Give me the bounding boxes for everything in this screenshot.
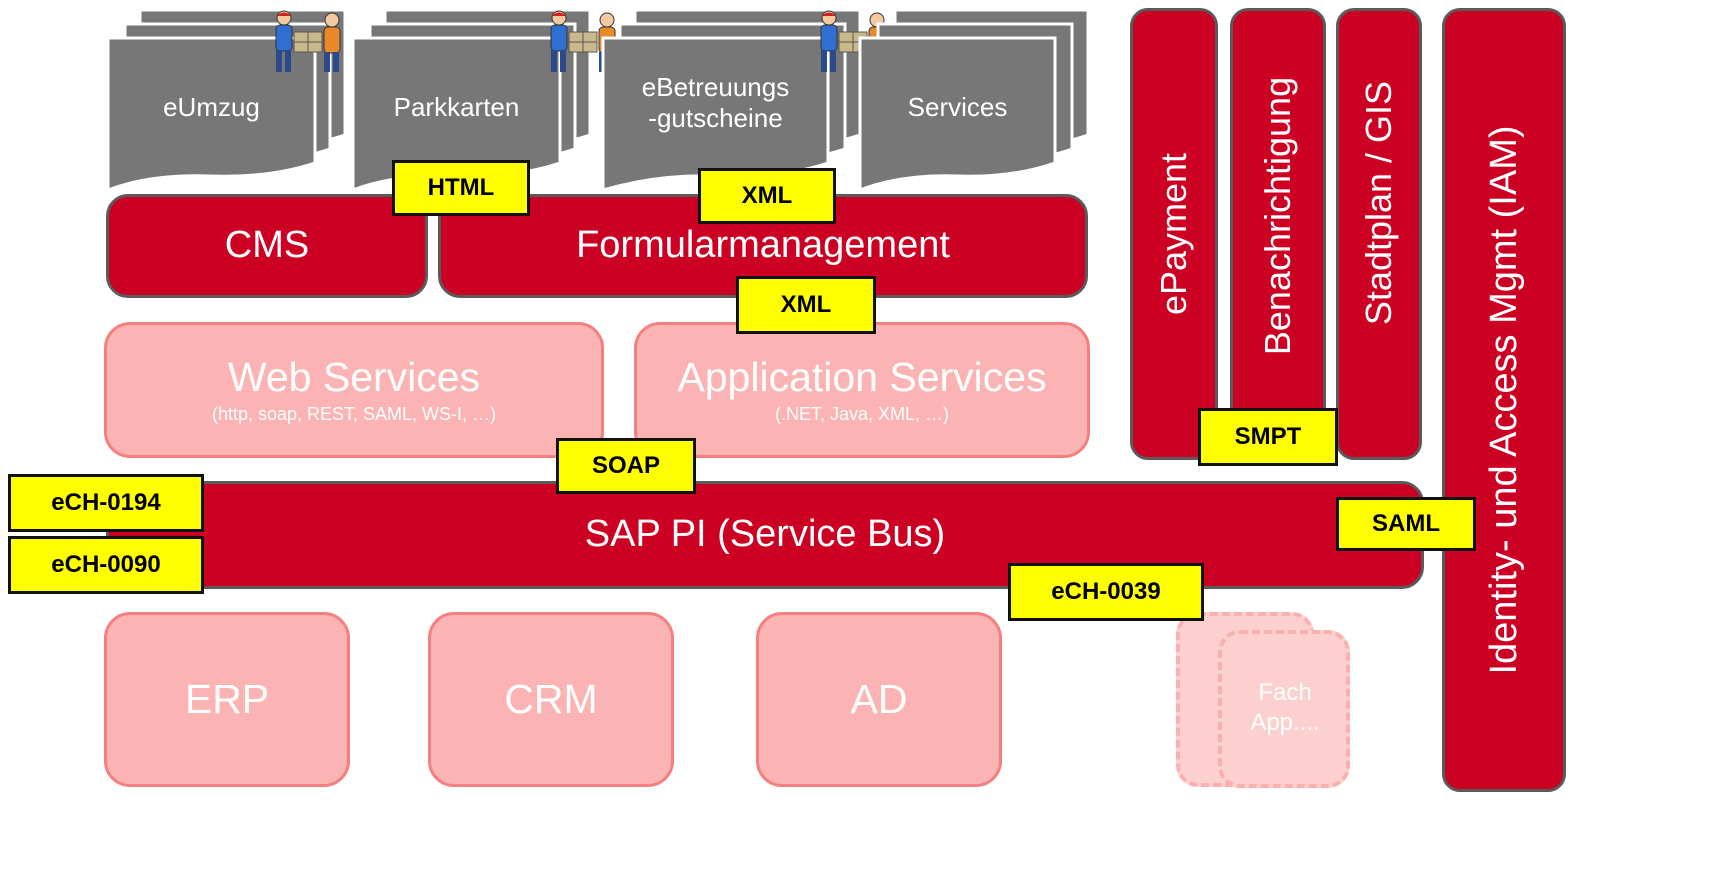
erp-box: ERP <box>104 612 350 787</box>
application-services-title: Application Services <box>677 353 1047 400</box>
doc-stack-ebetreuung <box>601 8 886 192</box>
ad-box: AD <box>756 612 1002 787</box>
web-services-subtitle: (http, soap, REST, SAML, WS-I, …) <box>211 404 497 425</box>
cms-box: CMS <box>106 194 428 298</box>
tag-ech-0039: eCH-0039 <box>1008 563 1204 621</box>
tag-xml-forms-top: XML <box>698 168 836 224</box>
crm-label: CRM <box>504 675 598 722</box>
web-services-box: Web Services (http, soap, REST, SAML, WS… <box>104 322 604 458</box>
cms-label: CMS <box>224 224 310 267</box>
doc-label-ebetreuungsgutscheine: eBetreuungs -gutscheine <box>641 72 790 134</box>
stadtplan-gis-label: Stadtplan / GIS <box>1358 80 1399 325</box>
iam-label: Identity- und Access Mgmt (IAM) <box>1483 125 1525 675</box>
tag-smpt: SMPT <box>1198 408 1338 466</box>
epayment-label: ePayment <box>1153 152 1194 316</box>
erp-label: ERP <box>184 675 270 722</box>
fach-app-front-box <box>1218 630 1350 788</box>
doc-label-services: Services <box>907 92 1008 122</box>
application-services-subtitle: (.NET, Java, XML, …) <box>774 404 950 425</box>
web-services-title: Web Services <box>227 353 481 400</box>
tag-soap: SOAP <box>556 438 696 494</box>
tag-ech-0194: eCH-0194 <box>8 474 204 532</box>
benachrichtigung-column: Benachrichtigung <box>1230 8 1326 460</box>
iam-column: Identity- und Access Mgmt (IAM) <box>1442 8 1566 792</box>
tag-saml: SAML <box>1336 497 1476 551</box>
epayment-column: ePayment <box>1130 8 1218 460</box>
service-bus-box: SAP PI (Service Bus) <box>106 481 1424 589</box>
fach-app-label: Fach App.... <box>1250 679 1320 736</box>
tag-ech-0090: eCH-0090 <box>8 536 204 594</box>
stadtplan-gis-column: Stadtplan / GIS <box>1336 8 1422 460</box>
doc-stack-eumzug <box>106 8 347 193</box>
ad-label: AD <box>850 675 908 722</box>
application-services-box: Application Services (.NET, Java, XML, …… <box>634 322 1090 458</box>
tag-html: HTML <box>392 160 530 216</box>
doc-stack-parkkarten <box>351 8 616 193</box>
doc-label-eumzug: eUmzug <box>163 92 260 122</box>
doc-label-parkkarten: Parkkarten <box>393 92 520 122</box>
tag-xml-forms-bottom: XML <box>736 276 876 334</box>
benachrichtigung-label: Benachrichtigung <box>1257 77 1298 356</box>
formularmanagement-label: Formularmanagement <box>576 224 950 267</box>
crm-box: CRM <box>428 612 674 787</box>
doc-stack-services <box>858 8 1090 193</box>
service-bus-label: SAP PI (Service Bus) <box>584 513 946 556</box>
